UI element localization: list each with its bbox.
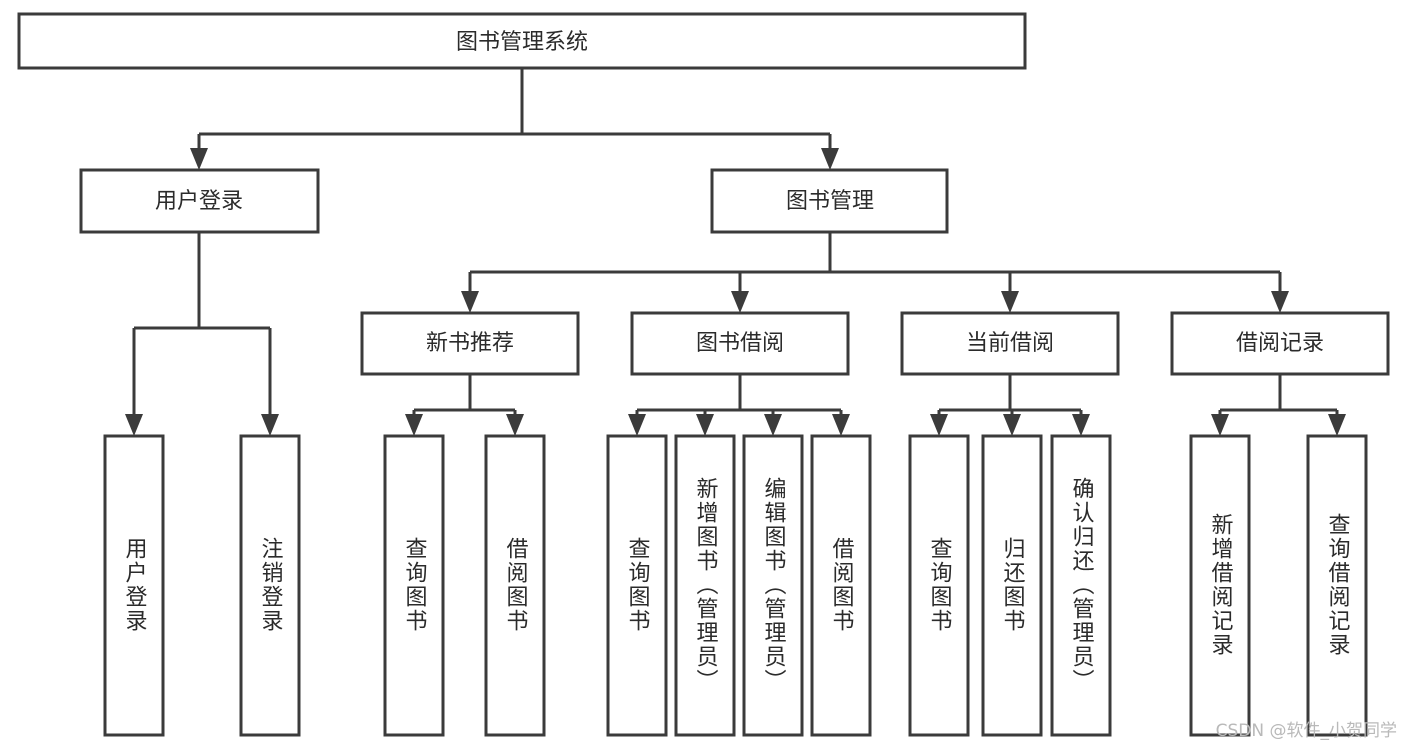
leaf-add-book-admin-box[interactable]: [674, 434, 736, 737]
leaf-current-query-book-label: 查询图书: [927, 537, 953, 633]
leaf-add-borrow-record-box[interactable]: [1189, 434, 1251, 737]
arrow-borrow-leaf-2: [696, 414, 714, 436]
arrow-rec-leaf-1: [405, 414, 423, 436]
node-borrow-record-box[interactable]: [1170, 311, 1390, 376]
node-new-book-recommend-box[interactable]: [360, 311, 580, 376]
leaf-user-login-box[interactable]: [103, 434, 165, 737]
leaf-query-borrow-record-box[interactable]: [1306, 434, 1368, 737]
leaf-confirm-return-admin[interactable]: 确认归还（管理员）: [1050, 434, 1112, 737]
arrow-leaf-logout: [261, 414, 279, 436]
node-book-borrow[interactable]: 图书借阅: [630, 311, 850, 376]
arrow-record-leaf-1: [1211, 414, 1229, 436]
node-book-management-box[interactable]: [710, 168, 949, 234]
leaf-rec-borrow-book-label: 借阅图书: [503, 537, 529, 633]
leaf-logout-box[interactable]: [239, 434, 301, 737]
leaf-rec-borrow-book[interactable]: 借阅图书: [484, 434, 546, 737]
arrow-to-user-login: [190, 148, 208, 170]
node-user-login-label: 用户登录: [155, 189, 243, 214]
arrow-rec-leaf-2: [506, 414, 524, 436]
leaf-logout[interactable]: 注销登录: [239, 434, 301, 737]
leaf-edit-book-admin-label: 编辑图书（管理员）: [761, 477, 787, 693]
node-user-login[interactable]: 用户登录: [79, 168, 320, 234]
leaf-query-borrow-record-label: 查询借阅记录: [1325, 513, 1351, 657]
node-new-book-recommend[interactable]: 新书推荐: [360, 311, 580, 376]
leaf-current-query-book-box[interactable]: [908, 434, 970, 737]
leaf-query-borrow-record[interactable]: 查询借阅记录: [1306, 434, 1368, 737]
arrow-leaf-user-login: [125, 414, 143, 436]
node-book-management[interactable]: 图书管理: [710, 168, 949, 234]
leaf-current-query-book[interactable]: 查询图书: [908, 434, 970, 737]
node-user-login-box[interactable]: [79, 168, 320, 234]
node-current-borrow[interactable]: 当前借阅: [900, 311, 1120, 376]
leaf-borrow-book-label: 借阅图书: [829, 537, 855, 633]
leaf-borrow-book-box[interactable]: [810, 434, 872, 737]
leaf-borrow-query-book-label: 查询图书: [625, 537, 651, 633]
csdn-watermark: CSDN @软件_小贺同学: [1215, 721, 1397, 741]
arrow-to-new-book-rec: [461, 291, 479, 313]
arrow-borrow-leaf-4: [832, 414, 850, 436]
leaf-add-borrow-record-label: 新增借阅记录: [1208, 513, 1234, 657]
leaf-add-book-admin[interactable]: 新增图书（管理员）: [674, 434, 736, 737]
node-current-borrow-label: 当前借阅: [966, 331, 1054, 356]
leaf-add-book-admin-label: 新增图书（管理员）: [693, 477, 719, 693]
node-root-label: 图书管理系统: [456, 30, 588, 55]
node-current-borrow-box[interactable]: [900, 311, 1120, 376]
arrow-current-leaf-1: [930, 414, 948, 436]
leaf-return-book-label: 归还图书: [1000, 537, 1026, 633]
node-book-borrow-label: 图书借阅: [696, 331, 784, 356]
node-new-book-recommend-label: 新书推荐: [426, 331, 514, 356]
leaf-return-book[interactable]: 归还图书: [981, 434, 1043, 737]
arrow-current-leaf-2: [1003, 414, 1021, 436]
node-borrow-record[interactable]: 借阅记录: [1170, 311, 1390, 376]
node-book-borrow-box[interactable]: [630, 311, 850, 376]
leaf-confirm-return-admin-box[interactable]: [1050, 434, 1112, 737]
leaf-user-login[interactable]: 用户登录: [103, 434, 165, 737]
leaf-borrow-query-book-box[interactable]: [606, 434, 668, 737]
node-book-management-label: 图书管理: [786, 189, 874, 214]
leaf-edit-book-admin-box[interactable]: [742, 434, 804, 737]
leaf-rec-query-book-box[interactable]: [383, 434, 445, 737]
leaf-borrow-query-book[interactable]: 查询图书: [606, 434, 668, 737]
leaf-edit-book-admin[interactable]: 编辑图书（管理员）: [742, 434, 804, 737]
leaf-add-borrow-record[interactable]: 新增借阅记录: [1189, 434, 1251, 737]
arrow-to-borrow-record: [1271, 291, 1289, 313]
leaf-user-login-label: 用户登录: [122, 537, 148, 633]
node-root[interactable]: 图书管理系统: [17, 12, 1027, 70]
leaf-rec-query-book-label: 查询图书: [402, 537, 428, 633]
leaf-borrow-book[interactable]: 借阅图书: [810, 434, 872, 737]
arrow-borrow-leaf-3: [764, 414, 782, 436]
leaf-logout-label: 注销登录: [258, 537, 284, 633]
arrow-to-book-borrow: [731, 291, 749, 313]
arrow-to-current-borrow: [1001, 291, 1019, 313]
connectors-layer: [125, 68, 1346, 436]
arrow-borrow-leaf-1: [628, 414, 646, 436]
arrow-record-leaf-2: [1328, 414, 1346, 436]
leaf-return-book-box[interactable]: [981, 434, 1043, 737]
leaf-confirm-return-admin-label: 确认归还（管理员）: [1069, 477, 1095, 693]
arrow-current-leaf-3: [1072, 414, 1090, 436]
node-borrow-record-label: 借阅记录: [1236, 331, 1324, 356]
node-root-box[interactable]: [17, 12, 1027, 70]
arrow-to-book-mgmt: [821, 148, 839, 170]
leaf-rec-query-book[interactable]: 查询图书: [383, 434, 445, 737]
leaf-rec-borrow-book-box[interactable]: [484, 434, 546, 737]
